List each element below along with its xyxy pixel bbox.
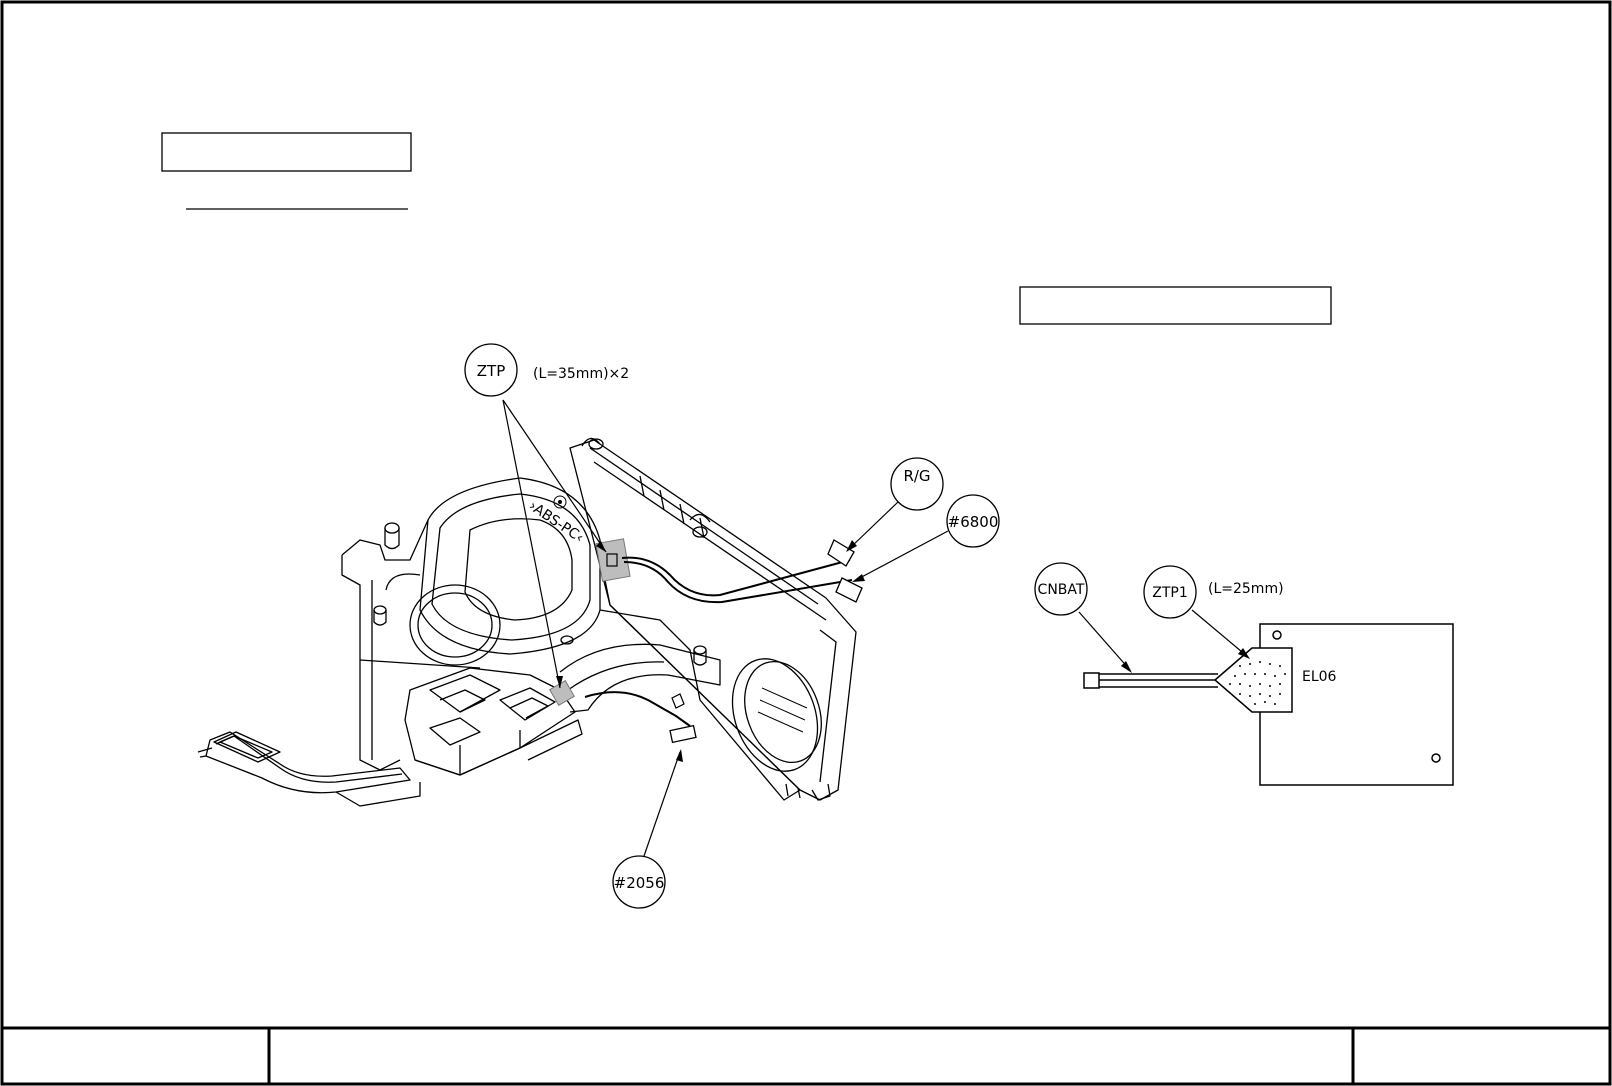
tape-dot-pattern xyxy=(1229,661,1286,705)
molding-mark: ›ABS-PC‹ xyxy=(526,498,587,546)
cable-2056 xyxy=(584,691,691,727)
callout-6800: #6800 xyxy=(852,494,1000,582)
callout-2056-label: #2056 xyxy=(614,874,665,892)
callout-rg-label: R/G xyxy=(903,467,930,485)
callout-rg: R/G xyxy=(846,457,944,552)
callout-cnbat: CNBAT xyxy=(1034,562,1132,673)
recycle-mark-icon xyxy=(553,495,567,509)
right-heading-box xyxy=(1019,286,1332,325)
title-block xyxy=(2,1026,1610,1084)
ztp-tape-lower xyxy=(549,680,575,706)
connector-2056 xyxy=(669,724,697,744)
cable-terminal-rg xyxy=(827,539,855,567)
cable-terminal-6800 xyxy=(835,577,863,603)
el06-label: EL06 xyxy=(1302,669,1337,685)
cable-rg xyxy=(621,556,853,604)
fan-duct-assembly xyxy=(197,437,857,807)
callout-ztp1-label: ZTP1 xyxy=(1152,585,1188,601)
connector-on-tape xyxy=(606,553,618,567)
callout-ztp: ZTP xyxy=(464,343,607,689)
callout-cnbat-label: CNBAT xyxy=(1038,582,1085,598)
callout-2056: #2056 xyxy=(612,749,683,909)
connector-plug xyxy=(671,693,685,709)
callout-ztp-note: (L=35mm)×2 xyxy=(533,366,629,382)
left-heading-box xyxy=(161,132,412,172)
ztp1-tape-and-cable xyxy=(1083,647,1293,713)
callout-ztp1-note: (L=25mm) xyxy=(1208,581,1284,597)
callout-6800-label: #6800 xyxy=(948,513,999,531)
callout-ztp1: ZTP1 xyxy=(1143,565,1250,659)
callout-ztp-label: ZTP xyxy=(477,362,505,380)
